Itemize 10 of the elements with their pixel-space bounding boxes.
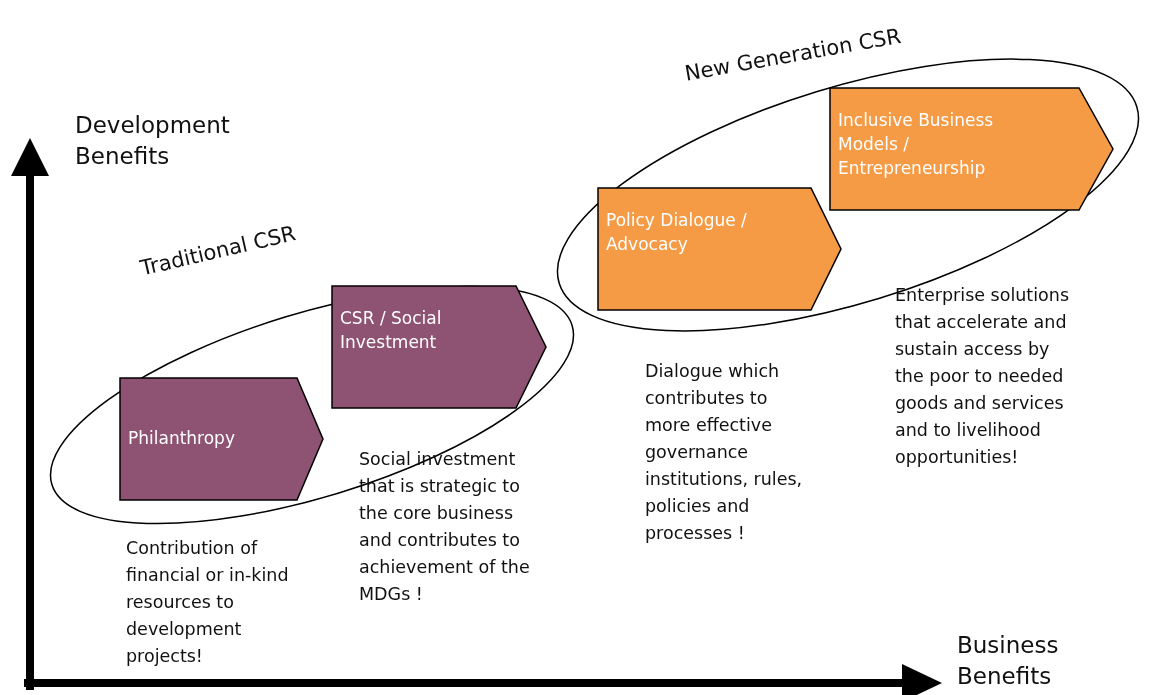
step-label: CSR / Social Investment (340, 307, 443, 354)
description-text: Dialogue which contributes to more effective governance institutions, rules, policies and processes ! (645, 360, 804, 545)
step-label: Policy Dialogue / Advocacy (606, 209, 748, 256)
step-label: Philanthropy (128, 427, 236, 450)
step-label: Inclusive Business Models / Entrepreneurship (838, 109, 995, 180)
axis-title: Business Benefits (957, 631, 1060, 691)
group-title: New Generation CSR (683, 24, 903, 86)
description-text: Enterprise solutions that accelerate and sustain access by the poor to needed goods and services and to livelihood opportunities! (895, 284, 1070, 469)
description-text: Contribution of financial or in-kind resources to development projects! (126, 537, 290, 668)
axis-title: Development Benefits (75, 111, 231, 171)
